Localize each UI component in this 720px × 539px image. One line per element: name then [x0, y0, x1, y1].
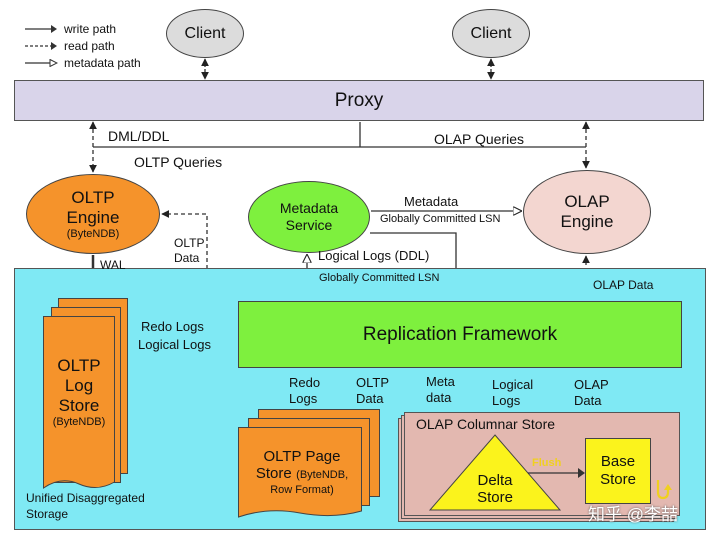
- compaction-loop-icon: [656, 480, 672, 500]
- olap-data-to-engine-label: OLAP Data: [593, 278, 654, 292]
- oltp-log-store-sub: (ByteNDB): [52, 416, 106, 428]
- oltp-log-store-line1: OLTP: [57, 356, 101, 375]
- oltp-log-store-page-front: [43, 316, 115, 489]
- proxy-label: Proxy: [334, 89, 384, 111]
- oltp-page-store-line1: OLTP Page: [263, 448, 341, 465]
- olap-queries-label: OLAP Queries: [434, 131, 525, 147]
- olap-data-v2-label: Data: [574, 393, 602, 408]
- logical-logs-horizontal-label: Logical Logs: [138, 337, 211, 352]
- delta-store-line1: Delta: [477, 472, 513, 489]
- dml-ddl-label: DML/DDL: [108, 128, 170, 144]
- delta-store-triangle: [428, 434, 562, 511]
- logical-logs-ddl-label: Logical Logs (DDL): [318, 248, 430, 263]
- flush-label: Flush: [532, 457, 562, 469]
- unified-storage-label-2: Storage: [26, 507, 69, 521]
- metadata-flow-label: Metadata: [404, 194, 459, 209]
- oltp-data-v2-label: Data: [356, 391, 384, 406]
- replication-framework-label: Replication Framework: [362, 323, 558, 345]
- oltp-engine-line1: OLTP: [71, 188, 115, 207]
- redo-v1-label: Redo: [289, 375, 321, 390]
- legend-write: write path: [24, 20, 141, 37]
- globally-committed-lsn-label: Globally Committed LSN: [380, 213, 501, 225]
- redo-v2-label: Logs: [289, 391, 318, 406]
- olap-columnar-store-label: OLAP Columnar Store: [416, 416, 556, 432]
- meta-data-v2-label: data: [426, 390, 452, 405]
- delta-store-line2: Store: [477, 489, 513, 506]
- legend-write-label: write path: [64, 21, 117, 36]
- client-right: Client: [452, 9, 530, 58]
- read-path-arrow-icon: [25, 41, 57, 50]
- client-left-label: Client: [184, 24, 226, 42]
- oltp-log-store-line2: Log: [64, 376, 94, 395]
- logical-logs-v1-label: Logical: [492, 377, 534, 392]
- write-path-arrow-icon: [25, 24, 57, 33]
- delta-store: Delta Store: [460, 472, 530, 506]
- metadata-service-line1: Metadata: [279, 200, 339, 216]
- metadata-service: Metadata Service: [248, 181, 370, 253]
- watermark: 知乎 @李喆: [588, 505, 678, 524]
- base-store-line2: Store: [600, 471, 636, 488]
- olap-data-v1-label: OLAP: [574, 377, 609, 392]
- oltp-data-to-engine-label-1: OLTP: [174, 236, 205, 250]
- replication-framework: Replication Framework: [238, 301, 682, 368]
- oltp-page-store-sub2: Row Format): [270, 484, 334, 496]
- oltp-engine-line2: Engine: [66, 208, 120, 227]
- olap-engine: OLAP Engine: [523, 170, 651, 254]
- oltp-engine-sub: (ByteNDB): [66, 228, 120, 240]
- legend-metadata: metadata path: [24, 54, 141, 71]
- base-store-line1: Base: [600, 453, 636, 470]
- oltp-page-store: OLTP Page Store (ByteNDB, Row Format): [240, 448, 364, 497]
- client-left: Client: [166, 9, 244, 58]
- oltp-log-store-line3: Store: [58, 396, 100, 415]
- globally-committed-lsn-2-label: Globally Committed LSN: [319, 272, 440, 284]
- olap-engine-line1: OLAP: [564, 192, 610, 211]
- oltp-page-store-page-front: [238, 427, 362, 518]
- proxy-box: Proxy: [14, 80, 704, 121]
- redo-logs-horizontal-label: Redo Logs: [141, 319, 204, 334]
- meta-data-v1-label: Meta: [426, 374, 455, 389]
- legend-metadata-label: metadata path: [64, 55, 141, 70]
- base-store: Base Store: [585, 438, 651, 504]
- wal-label: WAL: [100, 258, 126, 272]
- logical-logs-v2-label: Logs: [492, 393, 521, 408]
- flush-arrow: [528, 468, 585, 478]
- legend-read: read path: [24, 37, 141, 54]
- oltp-page-store-line2: Store: [255, 465, 292, 482]
- legend: write path read path metadata path: [24, 20, 141, 71]
- metadata-path-arrow-icon: [25, 58, 58, 67]
- oltp-data-v1-label: OLTP: [356, 375, 389, 390]
- olap-engine-line2: Engine: [560, 212, 614, 231]
- unified-storage-label-1: Unified Disaggregated: [26, 491, 145, 505]
- oltp-log-store: OLTP Log Store (ByteNDB): [43, 356, 115, 428]
- oltp-data-to-engine-label-2: Data: [174, 251, 200, 265]
- client-right-label: Client: [470, 24, 512, 42]
- oltp-queries-label: OLTP Queries: [134, 154, 223, 170]
- oltp-engine: OLTP Engine (ByteNDB): [26, 174, 160, 254]
- legend-read-label: read path: [64, 38, 115, 53]
- oltp-page-store-sub1: (ByteNDB,: [296, 469, 349, 481]
- metadata-service-line2: Service: [285, 217, 333, 233]
